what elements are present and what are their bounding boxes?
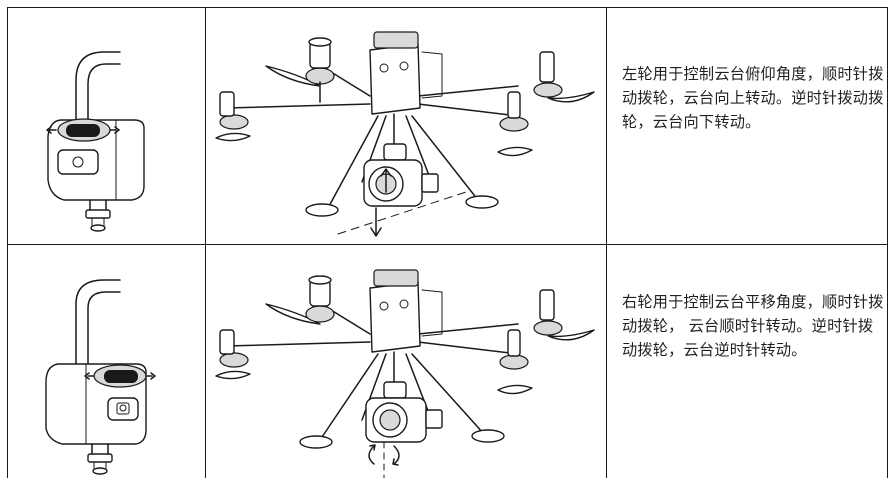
instruction-text: 左轮用于控制云台俯仰角度，顺时针拨动拨轮，云台向上转动。逆时针拨动拨轮，云台向下… xyxy=(622,65,884,131)
table-column-divider-2 xyxy=(606,7,607,478)
instruction-text: 右轮用于控制云台平移角度，顺时针拨动拨轮， 云台顺时针转动。逆时针拨动拨轮，云台… xyxy=(622,293,884,359)
table-top-border xyxy=(7,7,888,8)
drone-gimbal-tilt-icon xyxy=(215,31,595,237)
controller-left-dial-icon xyxy=(46,51,145,232)
controller-right-dial-icon xyxy=(45,279,156,475)
table-row-divider xyxy=(7,244,888,245)
drone-gimbal-pan-icon xyxy=(215,269,595,478)
table-column-divider-1 xyxy=(205,7,206,478)
table-left-border xyxy=(7,7,8,478)
table-right-border xyxy=(887,7,888,478)
